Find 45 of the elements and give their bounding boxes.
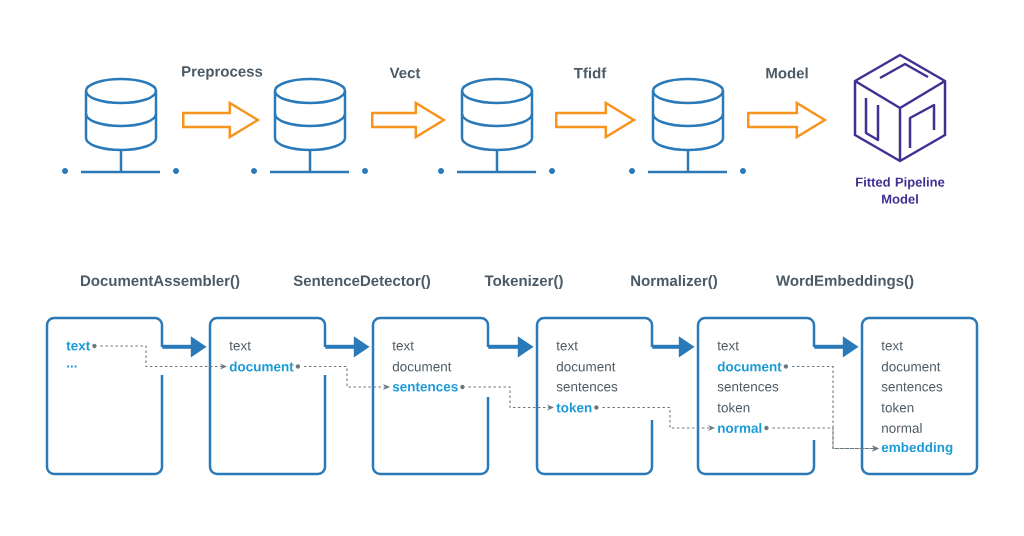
edge-label: WordEmbeddings() <box>776 274 914 290</box>
field-name: document <box>229 361 294 372</box>
block-arrow <box>746 100 828 140</box>
block-arrow <box>554 100 637 140</box>
database-icon <box>629 77 746 174</box>
field-name: text <box>229 341 251 351</box>
edge-label: Tfidf <box>573 67 607 79</box>
field-name: sentences <box>717 382 779 392</box>
field-name: text <box>881 341 903 351</box>
field-name: normal <box>718 423 762 433</box>
field-name: text <box>66 341 91 351</box>
field-name: token <box>556 402 592 413</box>
field-name: document <box>717 361 782 372</box>
edge-label: Tokenizer() <box>484 275 563 289</box>
stage-box <box>860 316 979 476</box>
stage-box <box>696 316 816 476</box>
edge-label: SentenceDetector() <box>293 275 430 289</box>
edge-label: Model <box>766 67 808 79</box>
field-name: sentences <box>881 382 943 392</box>
edge-label: Normalizer() <box>631 275 717 289</box>
database-icon <box>62 77 179 174</box>
stage-box <box>371 316 490 476</box>
stage-box <box>45 316 164 476</box>
field-name: text <box>717 341 739 351</box>
field-name: embedding <box>881 442 953 455</box>
field-name: token <box>717 402 750 413</box>
stage-box <box>208 316 327 476</box>
field-name: text <box>556 341 578 351</box>
field-name: document <box>392 361 452 372</box>
field-name: document <box>881 361 941 372</box>
node-label: Fitted Pipeline Model <box>856 177 945 204</box>
edge-label: Vect <box>389 67 421 79</box>
edge-label: DocumentAssembler() <box>81 275 240 289</box>
field-name: normal <box>882 423 922 433</box>
field-name: token <box>881 402 914 413</box>
field-name: sentences <box>556 382 618 392</box>
field-name: document <box>556 361 616 372</box>
block-arrow <box>181 100 261 140</box>
edge-label: Preprocess <box>182 66 263 80</box>
field-name: sentences <box>392 382 458 392</box>
field-name: ... <box>67 365 77 368</box>
stage-box <box>535 316 654 476</box>
block-arrow <box>370 100 447 140</box>
database-icon <box>438 77 555 174</box>
field-name: text <box>392 341 414 351</box>
